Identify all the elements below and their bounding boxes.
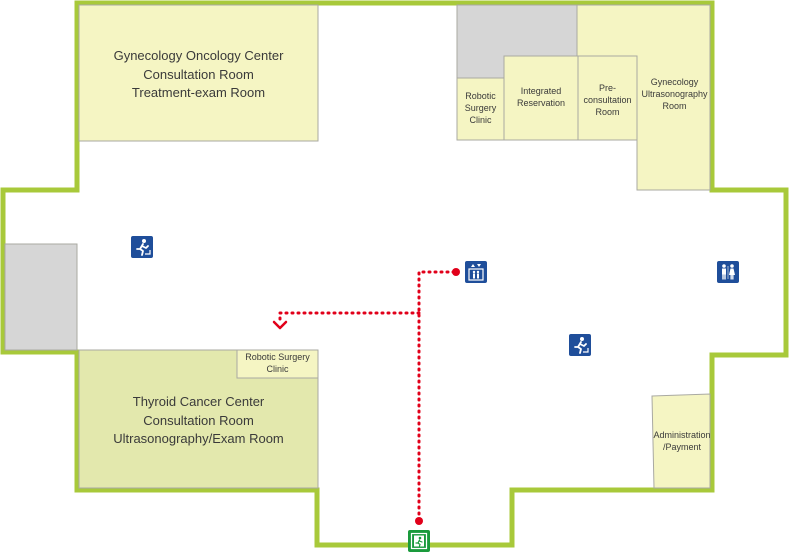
label-robotic-surgery-top: Robotic Surgery Clinic xyxy=(464,91,497,125)
room-integrated-reservation[interactable] xyxy=(503,55,579,141)
route-start-marker xyxy=(415,517,423,525)
label-gynecology-ultrasonography: Gynecology Ultrasonography Room xyxy=(641,77,708,111)
emergency-exit-icon xyxy=(569,334,591,356)
route-arrow-marker xyxy=(272,320,288,330)
label-pre-consultation: Pre- consultation Room xyxy=(583,83,632,117)
label-robotic-surgery-bottom: Robotic Surgery Clinic xyxy=(245,352,310,374)
room-administration[interactable] xyxy=(651,393,711,489)
room-gynecology-ultrasonography[interactable] xyxy=(576,4,711,191)
route-path xyxy=(278,270,458,522)
label-gynecology-oncology: Gynecology Oncology Center Consultation … xyxy=(113,47,284,101)
room-robotic-surgery-top[interactable] xyxy=(456,77,505,141)
label-administration: Administration /Payment xyxy=(653,430,711,452)
entrance-exit-icon[interactable] xyxy=(408,530,430,552)
service-area-west xyxy=(4,243,78,351)
route-elevator-marker xyxy=(452,268,460,276)
label-integrated-reservation: Integrated Reservation xyxy=(516,86,566,108)
label-thyroid-cancer: Thyroid Cancer Center Consultation Room … xyxy=(113,393,284,447)
restroom-icon[interactable] xyxy=(717,261,739,283)
emergency-exit-icon xyxy=(131,236,153,258)
room-pre-consultation[interactable] xyxy=(577,55,638,141)
room-robotic-surgery-bottom[interactable] xyxy=(236,349,319,379)
elevator-icon[interactable] xyxy=(465,261,487,283)
room-gynecology-oncology[interactable] xyxy=(78,4,319,142)
